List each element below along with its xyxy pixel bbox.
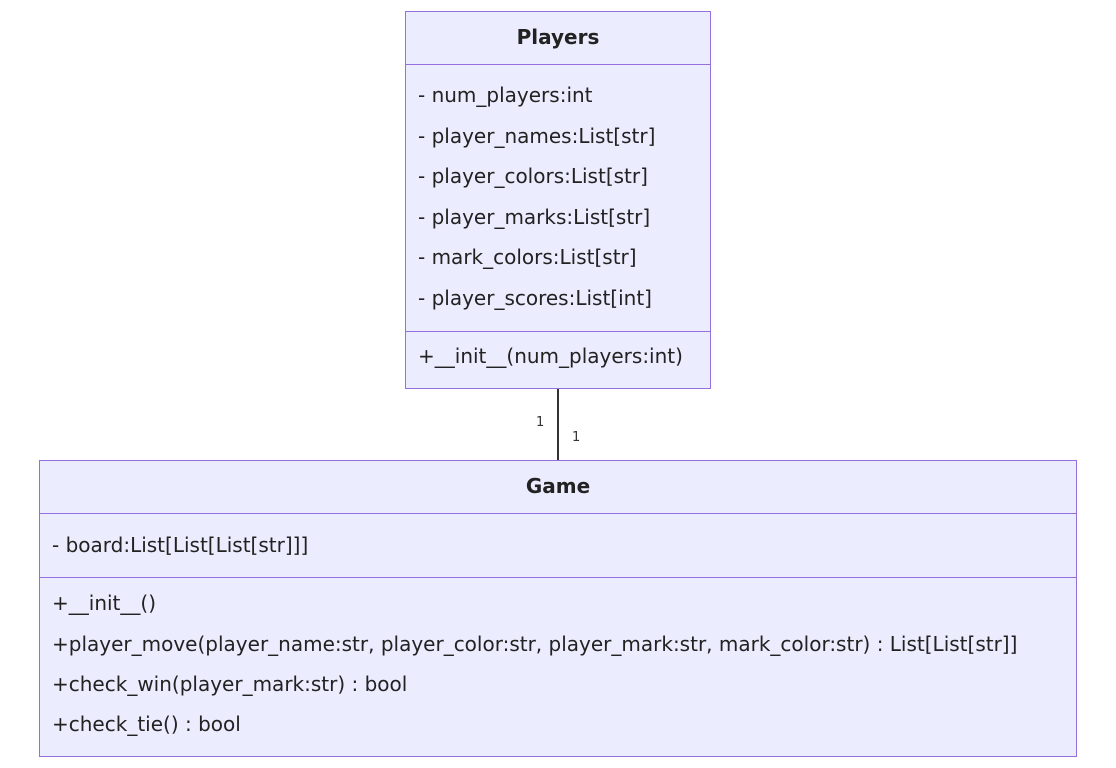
game-attr-board: - board:List[List[List[str]]]: [52, 533, 309, 557]
class-game-title: Game: [40, 461, 1076, 514]
game-method-check-win: +check_win(player_mark:str) : bool: [52, 672, 408, 696]
class-game-attributes: - board:List[List[List[str]]]: [40, 514, 1076, 578]
multiplicity-players: 1: [536, 415, 545, 430]
players-attr-player-names: - player_names:List[str]: [418, 124, 656, 148]
class-players: Players - num_players:int - player_names…: [405, 11, 711, 389]
class-players-title: Players: [406, 12, 710, 65]
multiplicity-game: 1: [572, 430, 581, 445]
game-method-player-move: +player_move(player_name:str, player_col…: [52, 632, 1018, 656]
class-game-methods: +__init__() +player_move(player_name:str…: [40, 578, 1076, 756]
players-attr-player-marks: - player_marks:List[str]: [418, 205, 651, 229]
game-method-check-tie: +check_tie() : bool: [52, 712, 241, 736]
players-attr-num-players: - num_players:int: [418, 83, 593, 107]
class-players-attributes: - num_players:int - player_names:List[st…: [406, 65, 710, 332]
game-method-init: +__init__(): [52, 591, 156, 615]
players-attr-player-colors: - player_colors:List[str]: [418, 164, 648, 188]
class-game: Game - board:List[List[List[str]]] +__in…: [39, 460, 1077, 757]
class-players-methods: +__init__(num_players:int): [406, 332, 710, 388]
association-line: [557, 389, 559, 460]
players-attr-mark-colors: - mark_colors:List[str]: [418, 245, 637, 269]
players-attr-player-scores: - player_scores:List[int]: [418, 286, 652, 310]
players-method-init: +__init__(num_players:int): [418, 344, 683, 368]
